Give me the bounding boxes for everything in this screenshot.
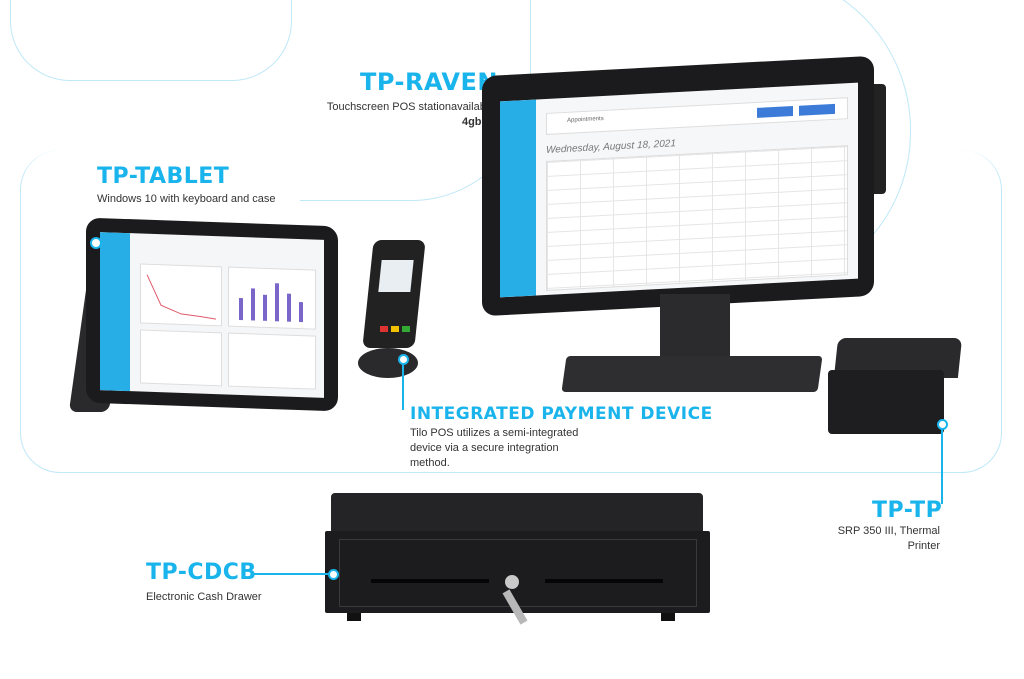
keypad-enter-key bbox=[402, 326, 410, 332]
drawer-top bbox=[331, 493, 703, 535]
monitor-base bbox=[561, 356, 823, 392]
drawer-description: Electronic Cash Drawer bbox=[146, 591, 262, 603]
monitor-header-button-1 bbox=[757, 106, 793, 118]
drawer-lock-icon bbox=[505, 575, 519, 589]
drawer-foot-right bbox=[661, 613, 675, 621]
raven-label-group: TP-RAVEN bbox=[360, 68, 560, 96]
tablet-card-3 bbox=[140, 329, 222, 387]
drawer-slot-left bbox=[371, 579, 489, 583]
drawer-title: TP-CDCB bbox=[146, 560, 257, 585]
raven-ram-4gb: 4gb bbox=[461, 116, 482, 128]
tablet-description: Windows 10 with keyboard and case bbox=[97, 193, 276, 205]
tablet-chart-card bbox=[140, 263, 222, 327]
thermal-printer bbox=[828, 338, 963, 436]
background-outline-shape bbox=[20, 150, 1002, 473]
tablet-screen bbox=[100, 232, 324, 398]
drawer-connector-dot bbox=[328, 569, 339, 580]
monitor-header-card: Appointments bbox=[546, 97, 848, 135]
tablet-sidebar bbox=[100, 232, 130, 392]
payment-desc-line-3: method. bbox=[410, 457, 450, 469]
printer-title: TP-TP bbox=[872, 498, 943, 523]
payment-desc-line-1: Tilo POS utilizes a semi-integrated bbox=[410, 427, 579, 439]
monitor-header-button-2 bbox=[799, 103, 835, 116]
payment-stand bbox=[358, 348, 418, 378]
tablet-bar-chart bbox=[239, 283, 303, 323]
monitor-sidebar bbox=[500, 99, 536, 298]
monitor-calendar-grid bbox=[546, 145, 848, 291]
payment-desc-line-2: device via a secure integration bbox=[410, 442, 559, 454]
printer-body bbox=[828, 370, 944, 434]
tablet-card-4 bbox=[228, 332, 316, 390]
background-outline-arc bbox=[10, 0, 292, 81]
printer-connector-dot bbox=[937, 419, 948, 430]
tablet-line-chart bbox=[146, 274, 217, 320]
tablet-title: TP-TABLET bbox=[97, 164, 230, 189]
drawer-front-panel bbox=[339, 539, 697, 607]
payment-description: Tilo POS utilizes a semi-integrated devi… bbox=[410, 426, 578, 471]
monitor-date-heading: Wednesday, August 18, 2021 bbox=[546, 138, 676, 156]
tablet-bar-card bbox=[228, 266, 316, 330]
monitor-page-label: Appointments bbox=[567, 115, 604, 124]
raven-desc-line: Touchscreen POS stationavailable with bbox=[326, 101, 517, 113]
drawer-slot-right bbox=[545, 579, 663, 583]
keypad-clear-key bbox=[391, 326, 399, 332]
cash-drawer bbox=[325, 493, 710, 628]
monitor-screen: Appointments Wednesday, August 18, 2021 bbox=[500, 82, 858, 298]
payment-device bbox=[350, 240, 430, 385]
monitor-neck bbox=[660, 294, 730, 356]
printer-connector bbox=[941, 424, 943, 504]
printer-description: SRP 350 III, Thermal Printer bbox=[837, 525, 940, 552]
payment-keypad bbox=[380, 300, 412, 336]
drawer-connector bbox=[254, 573, 332, 575]
payment-connector-dot bbox=[398, 354, 409, 365]
raven-title: TP-RAVEN bbox=[360, 68, 498, 96]
drawer-body bbox=[325, 531, 710, 613]
payment-title: INTEGRATED PAYMENT DEVICE bbox=[410, 404, 713, 424]
drawer-foot-left bbox=[347, 613, 361, 621]
tablet-connector-dot bbox=[90, 237, 102, 249]
tablet-device bbox=[68, 217, 342, 412]
raven-monitor: Appointments Wednesday, August 18, 2021 bbox=[480, 55, 900, 402]
keypad-cancel-key bbox=[380, 326, 388, 332]
payment-screen bbox=[378, 260, 414, 292]
payment-connector bbox=[402, 360, 404, 410]
